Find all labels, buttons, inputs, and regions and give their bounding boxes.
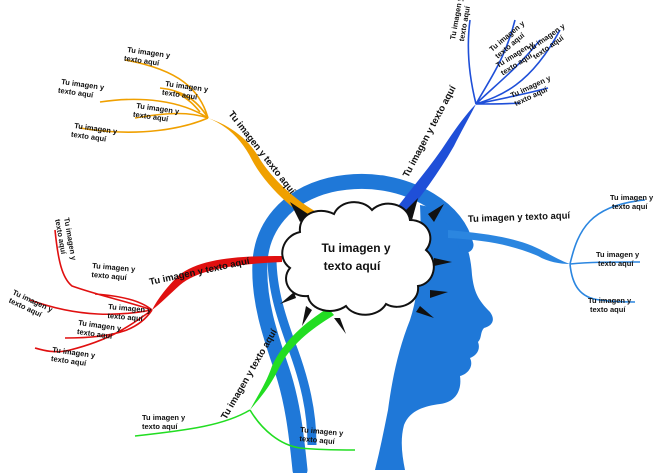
head-face-profile [375,205,493,470]
branch-orange-trunk [208,118,328,228]
branch-darkblue-label: Tu imagen y texto aquí [401,84,459,180]
svg-text:texto aquí: texto aquí [107,311,144,323]
head-silhouette [252,173,493,473]
leaf-label: Tu imagen y texto aquí [161,79,209,102]
leaf-label: Tu imagen y texto aquí [107,302,153,323]
thought-spikes [280,198,452,334]
head-inner-contour [267,257,317,446]
leaf-label: Tu imagen y texto aquí [7,288,55,320]
branch-lightblue [448,199,646,303]
central-text-line1: Tu imagen y [321,241,390,255]
leaf-label: Tu imagen y texto aquí [299,425,345,446]
spike [430,290,448,298]
svg-text:Tu imagen y: Tu imagen y [300,425,345,438]
leaf-label: Tu imagen y texto aquí [76,318,122,341]
leaf-label: Tu imagen y texto aquí [70,121,118,144]
branch-green [134,308,356,451]
branch-darkblue-leaf-lines [467,19,561,105]
central-cloud: Tu imagen y texto aquí [281,201,435,316]
branch-red-leaf-lines [29,229,153,353]
leaf-label: Tu imagen y texto aquí [526,21,567,61]
svg-text:texto aquí: texto aquí [142,422,178,431]
branch-red [29,229,282,353]
branch-red-label: Tu imagen y texto aquí [148,256,251,288]
svg-text:Tu imagen y: Tu imagen y [92,261,137,274]
svg-text:texto aquí: texto aquí [598,259,634,268]
branch-green-leaf-lines [134,409,356,451]
spike [416,306,434,318]
branch-lightblue-leaf-lines [569,199,646,303]
leaf-label: Tu imagen y texto aquí [610,193,654,211]
spike [428,204,444,222]
svg-text:texto aquí: texto aquí [612,202,648,211]
svg-text:Tu imagen y: Tu imagen y [588,296,632,305]
branch-lightblue-label: Tu imagen y texto aquí [468,210,571,225]
leaf-label: Tu imagen y texto aquí [50,345,96,368]
svg-text:texto aquí: texto aquí [590,305,626,314]
spike [302,306,312,326]
central-text-line2: texto aquí [324,259,381,273]
branch-darkblue [392,19,561,220]
svg-text:Tu imagen y: Tu imagen y [108,302,153,315]
branch-orange-label: Tu imagen y texto aquí [226,109,298,197]
leaf-label: Tu imagen y texto aquí [588,296,632,314]
leaf-label: Tu imagen y texto aquí [91,261,137,282]
spike [280,292,296,304]
leaf-label: Tu imagen y texto aquí [142,413,186,431]
svg-text:Tu imagen y: Tu imagen y [596,250,640,259]
branch-orange-leaf-lines [79,59,209,133]
leaf-label: Tu imagen y texto aquí [57,77,105,100]
branch-green-trunk [250,308,334,410]
leaf-label: Tu imagen y texto aquí [132,101,180,124]
svg-text:Tu imagen y: Tu imagen y [610,193,654,202]
branch-orange [79,59,328,228]
leaf-label: Tu imagen y texto aquí [53,217,78,262]
spike [434,258,452,266]
leaf-label: Tu imagen y texto aquí [123,45,171,68]
leaf-label: Tu imagen y texto aquí [509,73,553,108]
svg-text:texto aquí: texto aquí [91,270,128,282]
branch-red-trunk [152,256,282,310]
head-outline-arc [252,173,474,473]
svg-text:Tu imagen y: Tu imagen y [142,413,186,422]
cloud-shape [281,201,435,316]
leaf-label: Tu imagen y texto aquí [596,250,640,268]
branch-darkblue-trunk [392,104,476,220]
branch-lightblue-trunk [448,230,570,264]
svg-text:texto aquí: texto aquí [299,434,336,446]
spike [334,318,346,334]
